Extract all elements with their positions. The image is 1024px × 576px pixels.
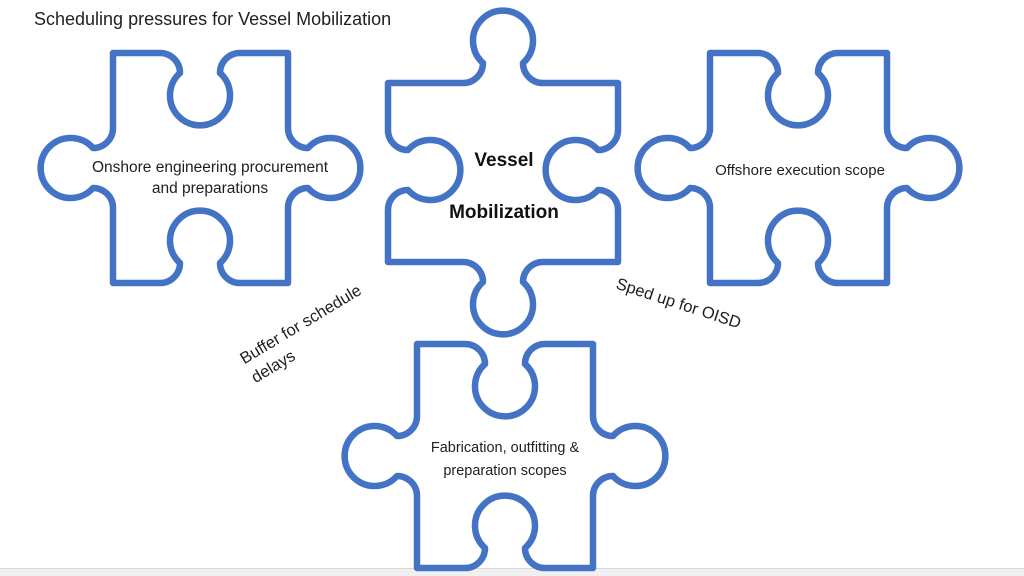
left-piece-label: Onshore engineering procurement and prep…	[91, 159, 329, 197]
center-piece-label-line1: Vessel	[474, 150, 534, 171]
puzzle-piece-right-icon	[634, 49, 963, 287]
puzzle-piece-bottom-icon	[341, 340, 669, 572]
slide-title: Scheduling pressures for Vessel Mobiliza…	[34, 9, 392, 29]
puzzle-piece-center-icon	[384, 7, 622, 338]
bottom-piece-label: Fabrication, outfitting & preparation sc…	[430, 440, 580, 479]
footer-bar	[0, 568, 1024, 576]
center-piece-label-line2: Mobilization	[449, 202, 559, 223]
center-piece-label: Vessel Mobilization	[398, 149, 610, 225]
right-piece-label: Offshore execution scope	[715, 162, 885, 179]
puzzle-piece-left-icon	[37, 49, 364, 287]
